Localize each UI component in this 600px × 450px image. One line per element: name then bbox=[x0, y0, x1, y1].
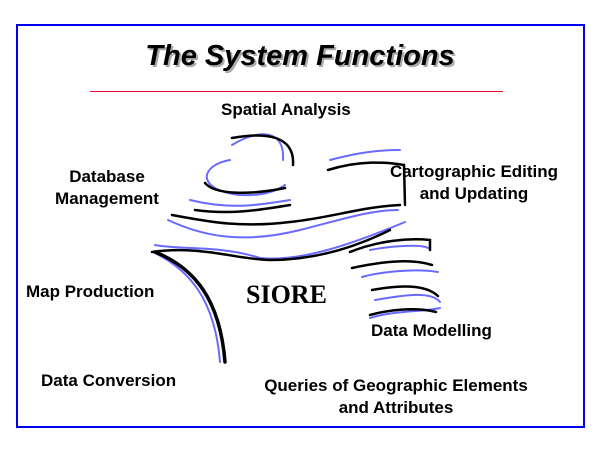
label-line: Database bbox=[69, 167, 145, 186]
label-data-conversion: Data Conversion bbox=[41, 371, 177, 390]
title-underline bbox=[90, 91, 503, 92]
label-line: Queries of Geographic Elements bbox=[264, 376, 528, 395]
slide-frame bbox=[16, 24, 585, 428]
label-line: and Updating bbox=[419, 184, 529, 203]
label-line: Cartographic Editing bbox=[389, 162, 559, 181]
label-database-management: Database Management bbox=[47, 166, 167, 210]
center-label-siore: SIORE bbox=[246, 280, 327, 309]
label-line: Management bbox=[55, 189, 159, 208]
label-queries: Queries of Geographic Elements and Attri… bbox=[236, 375, 556, 419]
slide-title: The System Functions bbox=[145, 40, 455, 72]
label-spatial-analysis: Spatial Analysis bbox=[221, 100, 351, 119]
label-map-production: Map Production bbox=[26, 282, 155, 301]
label-data-modelling: Data Modelling bbox=[371, 321, 492, 340]
label-cartographic-editing: Cartographic Editing and Updating bbox=[374, 161, 574, 205]
label-line: and Attributes bbox=[338, 398, 454, 417]
